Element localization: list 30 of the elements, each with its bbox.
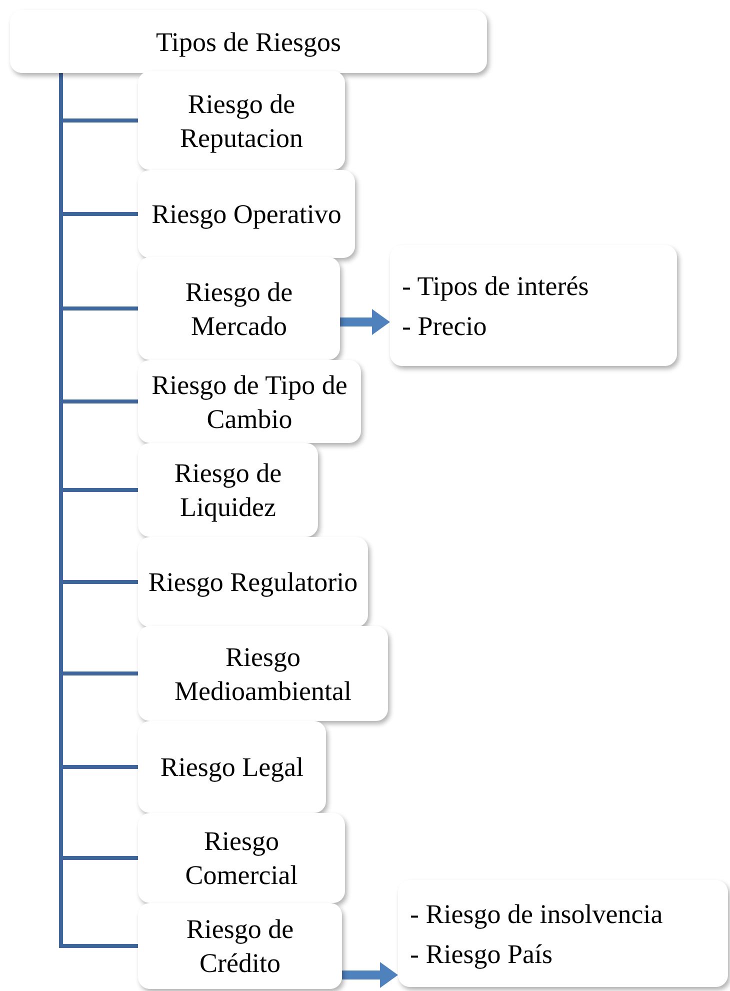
detail-box: [398, 880, 728, 987]
box-label: Riesgo Operativo: [152, 198, 342, 231]
box-label: Riesgo Comercial: [184, 825, 299, 892]
box-label: Riesgo de Tipo de Cambio: [150, 368, 348, 436]
list-item: - Precio: [402, 310, 487, 342]
box-label: Riesgo de Crédito: [185, 913, 295, 980]
list-item: - Riesgo de insolvencia: [410, 898, 663, 930]
category-box: [138, 813, 345, 903]
block-arrow: [340, 309, 390, 335]
category-box: [138, 626, 388, 721]
category-box: [138, 360, 361, 443]
category-box: [138, 903, 342, 989]
box-label: Riesgo Legal: [160, 751, 304, 784]
block-arrow: [342, 962, 398, 988]
box-label: Riesgo de Liquidez: [173, 457, 283, 524]
category-box: [138, 170, 355, 258]
category-box: [138, 257, 340, 360]
category-box: [138, 721, 326, 813]
category-box: [138, 71, 345, 170]
root-box: [10, 10, 487, 73]
box-label: Riesgo Regulatorio: [148, 566, 358, 599]
detail-box: [390, 245, 677, 366]
list-item: - Riesgo País: [410, 938, 553, 970]
category-box: [138, 443, 318, 537]
box-label: Riesgo Medioambiental: [174, 640, 352, 708]
box-label: Riesgo de Reputacion: [179, 88, 304, 154]
category-box: [138, 537, 368, 627]
box-label: Tipos de Riesgos: [156, 26, 342, 58]
list-item: - Tipos de interés: [402, 270, 589, 302]
box-label: Riesgo de Mercado: [184, 276, 294, 342]
